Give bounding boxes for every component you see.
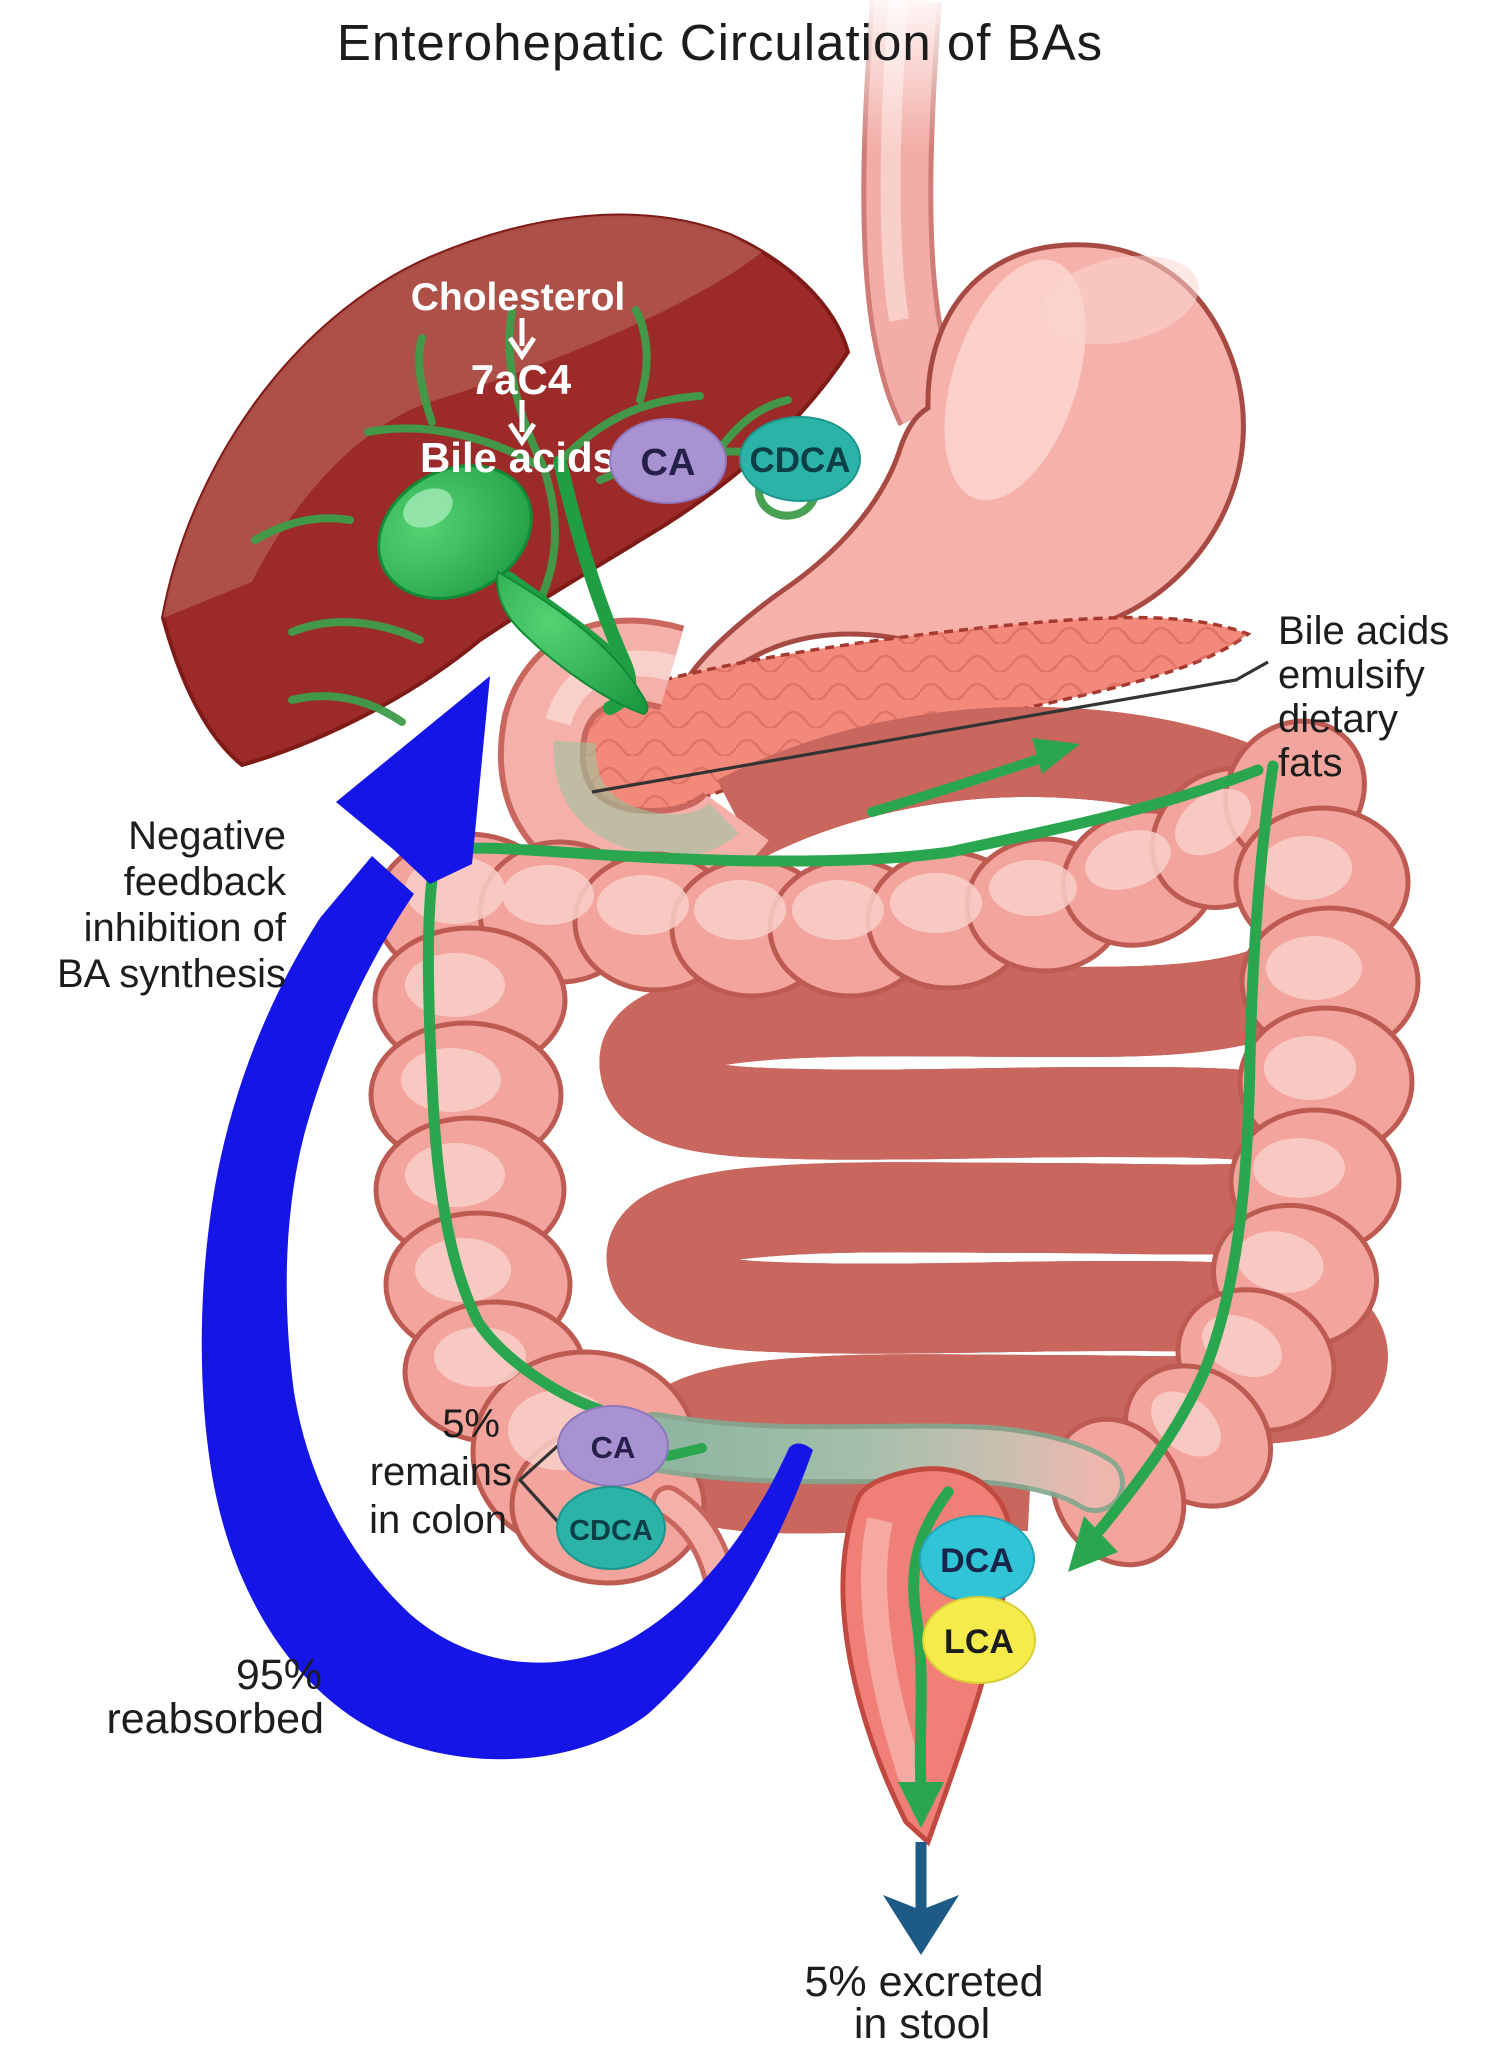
leader-emulsify xyxy=(591,660,1269,794)
bile-path-right-colon xyxy=(1094,760,1279,1536)
esophagus xyxy=(860,0,964,427)
bile-flow-arrowheads xyxy=(898,738,1118,1828)
gallbladder-neck xyxy=(496,570,649,716)
terminal-ileum xyxy=(625,1412,1125,1513)
badge-cdca-liver: CDCA xyxy=(739,416,861,502)
badge-ca-colon-label: CA xyxy=(591,1430,636,1465)
emulsify-line-1: Bile acids xyxy=(1278,609,1449,653)
down-arrow-icon xyxy=(507,318,537,361)
emulsify-line-4: fats xyxy=(1278,741,1342,785)
negfb-line-3: inhibition of xyxy=(84,906,287,950)
small-intestine xyxy=(644,752,1345,1488)
down-arrow-icon xyxy=(507,400,537,447)
badge-cdca-colon: CDCA xyxy=(556,1486,666,1570)
gallbladder xyxy=(377,455,649,716)
excreted-line-1: 5% excreted xyxy=(804,1958,1043,2006)
bile-in-duodenum-shading xyxy=(553,740,739,857)
gallbladder-highlight xyxy=(403,488,453,528)
emulsify-line-2: emulsify xyxy=(1278,653,1425,697)
liver-upper-lobe xyxy=(163,215,762,618)
green-arrowhead-rectum xyxy=(898,1782,944,1828)
label-reabsorbed: 95% reabsorbed xyxy=(106,1651,324,1743)
page-title: Enterohepatic Circulation of BAs xyxy=(337,14,1103,71)
reabsorbed-line-1: 95% xyxy=(236,1651,322,1699)
navy-arrowhead xyxy=(883,1895,959,1955)
negfb-line-4: BA synthesis xyxy=(57,952,286,996)
blue-arrowhead xyxy=(336,676,490,884)
bile-acids-label: Bile acids xyxy=(420,434,616,481)
excreted-line-2: in stool xyxy=(854,2000,990,2048)
negfb-line-2: feedback xyxy=(124,860,287,904)
bile-path-rectum xyxy=(908,1486,954,1792)
reabsorbed-line-2: reabsorbed xyxy=(106,1695,324,1743)
stomach-fundus-highlight xyxy=(1041,255,1199,345)
badge-ca-liver: CA xyxy=(609,418,727,504)
label-excreted: 5% excreted in stool xyxy=(804,1958,1043,2048)
green-arrowhead-sigmoid xyxy=(1068,1516,1118,1572)
emulsify-line-3: dietary xyxy=(1278,697,1398,741)
liver-pathway: Cholesterol 7aC4 Bile acids xyxy=(411,276,626,481)
badge-cdca-liver-label: CDCA xyxy=(749,441,850,480)
badge-dca-label: DCA xyxy=(940,1542,1014,1580)
negfb-line-1: Negative xyxy=(128,814,286,858)
leader-lines xyxy=(517,660,1269,1524)
7ac4-label: 7aC4 xyxy=(471,356,572,403)
label-emulsify: Bile acids emulsify dietary fats xyxy=(1278,609,1449,785)
leader-remains-colon xyxy=(517,1440,564,1524)
badge-cdca-colon-label: CDCA xyxy=(569,1515,653,1547)
remains-line-2: remains xyxy=(370,1450,512,1494)
green-arrowhead-jejunum xyxy=(1032,738,1080,774)
remains-line-3: in colon xyxy=(369,1498,507,1542)
badge-dca: DCA xyxy=(919,1515,1035,1603)
badge-ca-liver-label: CA xyxy=(641,442,696,484)
label-negative-feedback: Negative feedback inhibition of BA synth… xyxy=(57,814,287,996)
negative-feedback-arrow xyxy=(201,676,813,1760)
excretion-arrow xyxy=(883,1842,959,1955)
cholesterol-label: Cholesterol xyxy=(411,276,626,319)
badge-lca: LCA xyxy=(922,1596,1036,1684)
bile-path-jejunum xyxy=(867,753,1047,817)
remains-line-1: 5% xyxy=(442,1402,500,1446)
badge-lca-label: LCA xyxy=(944,1623,1014,1661)
badge-ca-colon: CA xyxy=(557,1405,669,1487)
label-remains-colon: 5% remains in colon xyxy=(369,1402,512,1542)
bile-path-cecum-nub xyxy=(663,1443,707,1461)
stomach xyxy=(684,242,1246,682)
